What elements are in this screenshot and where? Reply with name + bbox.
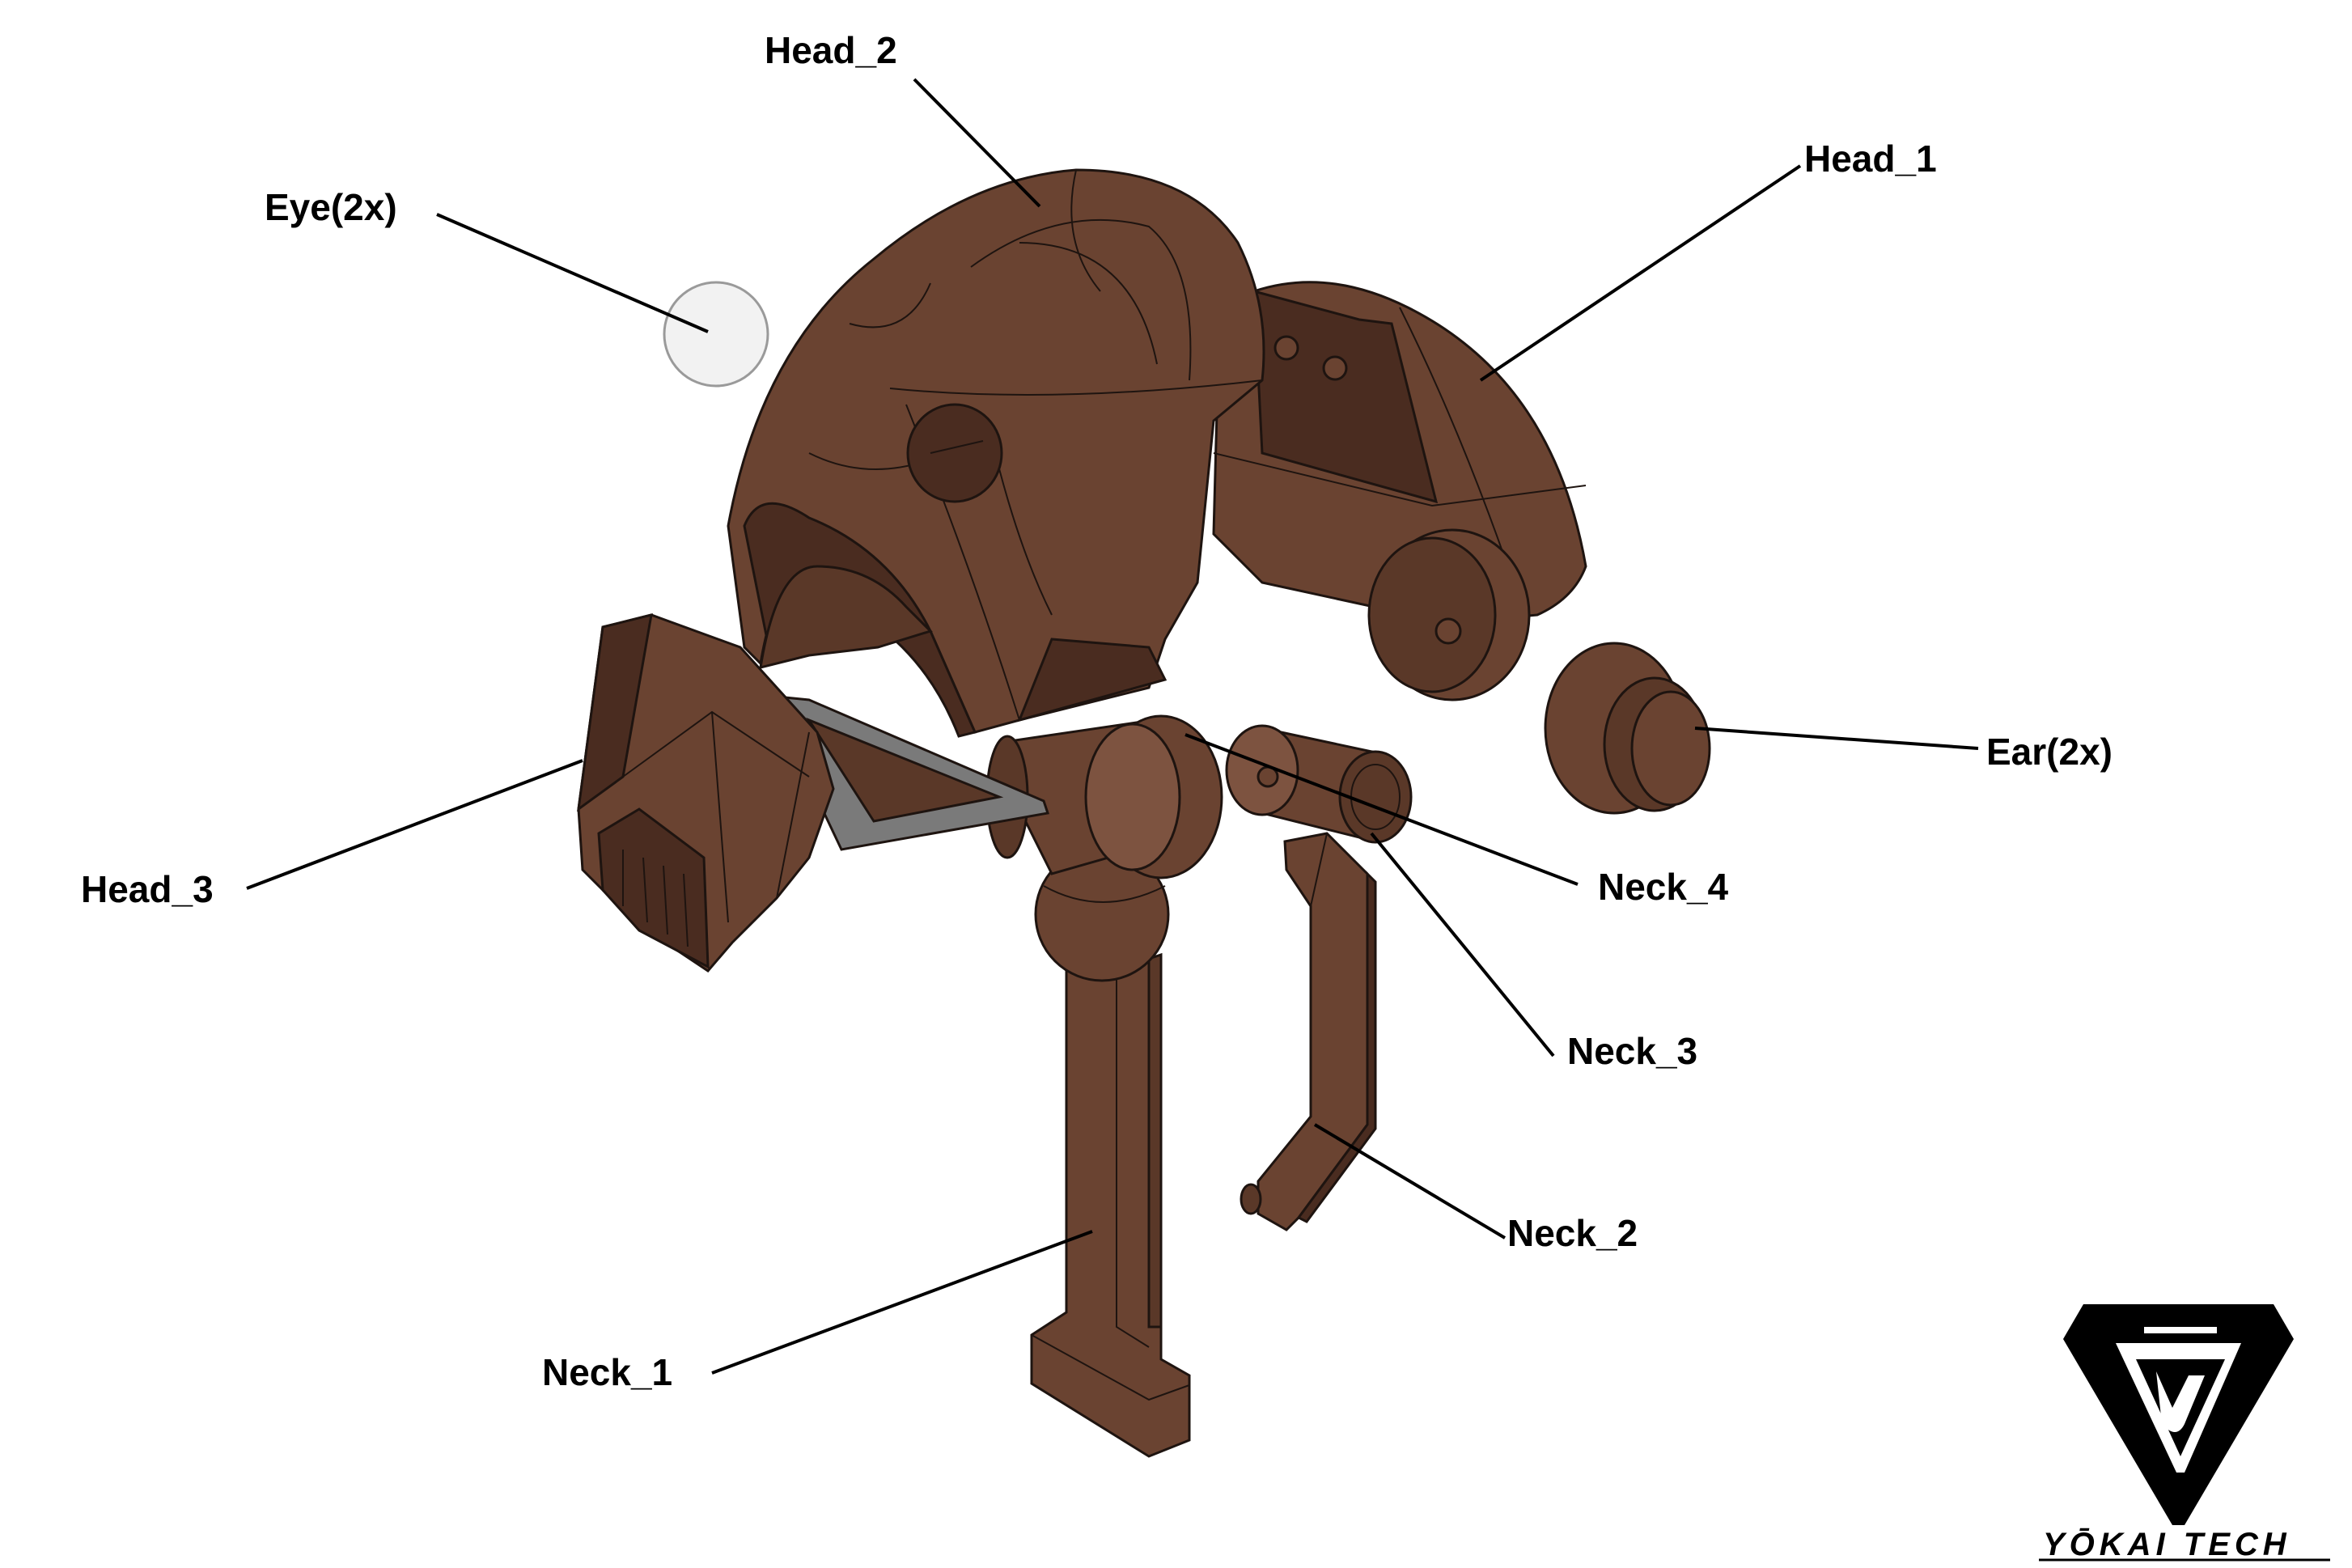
label-ear: Ear(2x) <box>1986 731 2113 773</box>
label-head-1: Head_1 <box>1804 138 1937 180</box>
label-neck-2: Neck_2 <box>1507 1212 1638 1254</box>
ear-part <box>1544 642 1711 815</box>
label-head-2: Head_2 <box>765 29 897 71</box>
head-1-part <box>1212 281 1587 701</box>
leader-ear <box>1694 727 1979 750</box>
part-labels: Head_2 Head_1 Eye(2x) Ear(2x) Head_3 Nec… <box>81 29 2113 1393</box>
leader-neck-2 <box>1313 1123 1507 1240</box>
label-head-3: Head_3 <box>81 868 214 910</box>
leader-neck-4 <box>1184 733 1579 886</box>
neck-joint-body <box>985 714 1223 879</box>
leader-neck-1 <box>711 1230 1093 1375</box>
label-eye: Eye(2x) <box>265 186 397 228</box>
leader-neck-3 <box>1370 832 1555 1057</box>
label-neck-4: Neck_4 <box>1598 866 1729 908</box>
leader-lines <box>246 78 1979 1375</box>
neck-1-part <box>1030 944 1191 1458</box>
leader-head-1 <box>1479 164 1802 382</box>
yokai-tech-logo: YŌKAI TECH <box>2039 1304 2330 1562</box>
brand-name: YŌKAI TECH <box>2043 1527 2291 1562</box>
grey-plate-part <box>766 694 1049 851</box>
label-neck-1: Neck_1 <box>542 1351 672 1393</box>
leader-head-3 <box>246 759 583 890</box>
leader-head-2 <box>913 78 1041 208</box>
neck-2-part <box>1240 832 1377 1231</box>
head-3-part <box>577 612 835 973</box>
leader-eye <box>436 213 709 333</box>
label-neck-3: Neck_3 <box>1567 1030 1697 1072</box>
head-2-part <box>727 168 1265 738</box>
eye-part <box>663 281 769 388</box>
